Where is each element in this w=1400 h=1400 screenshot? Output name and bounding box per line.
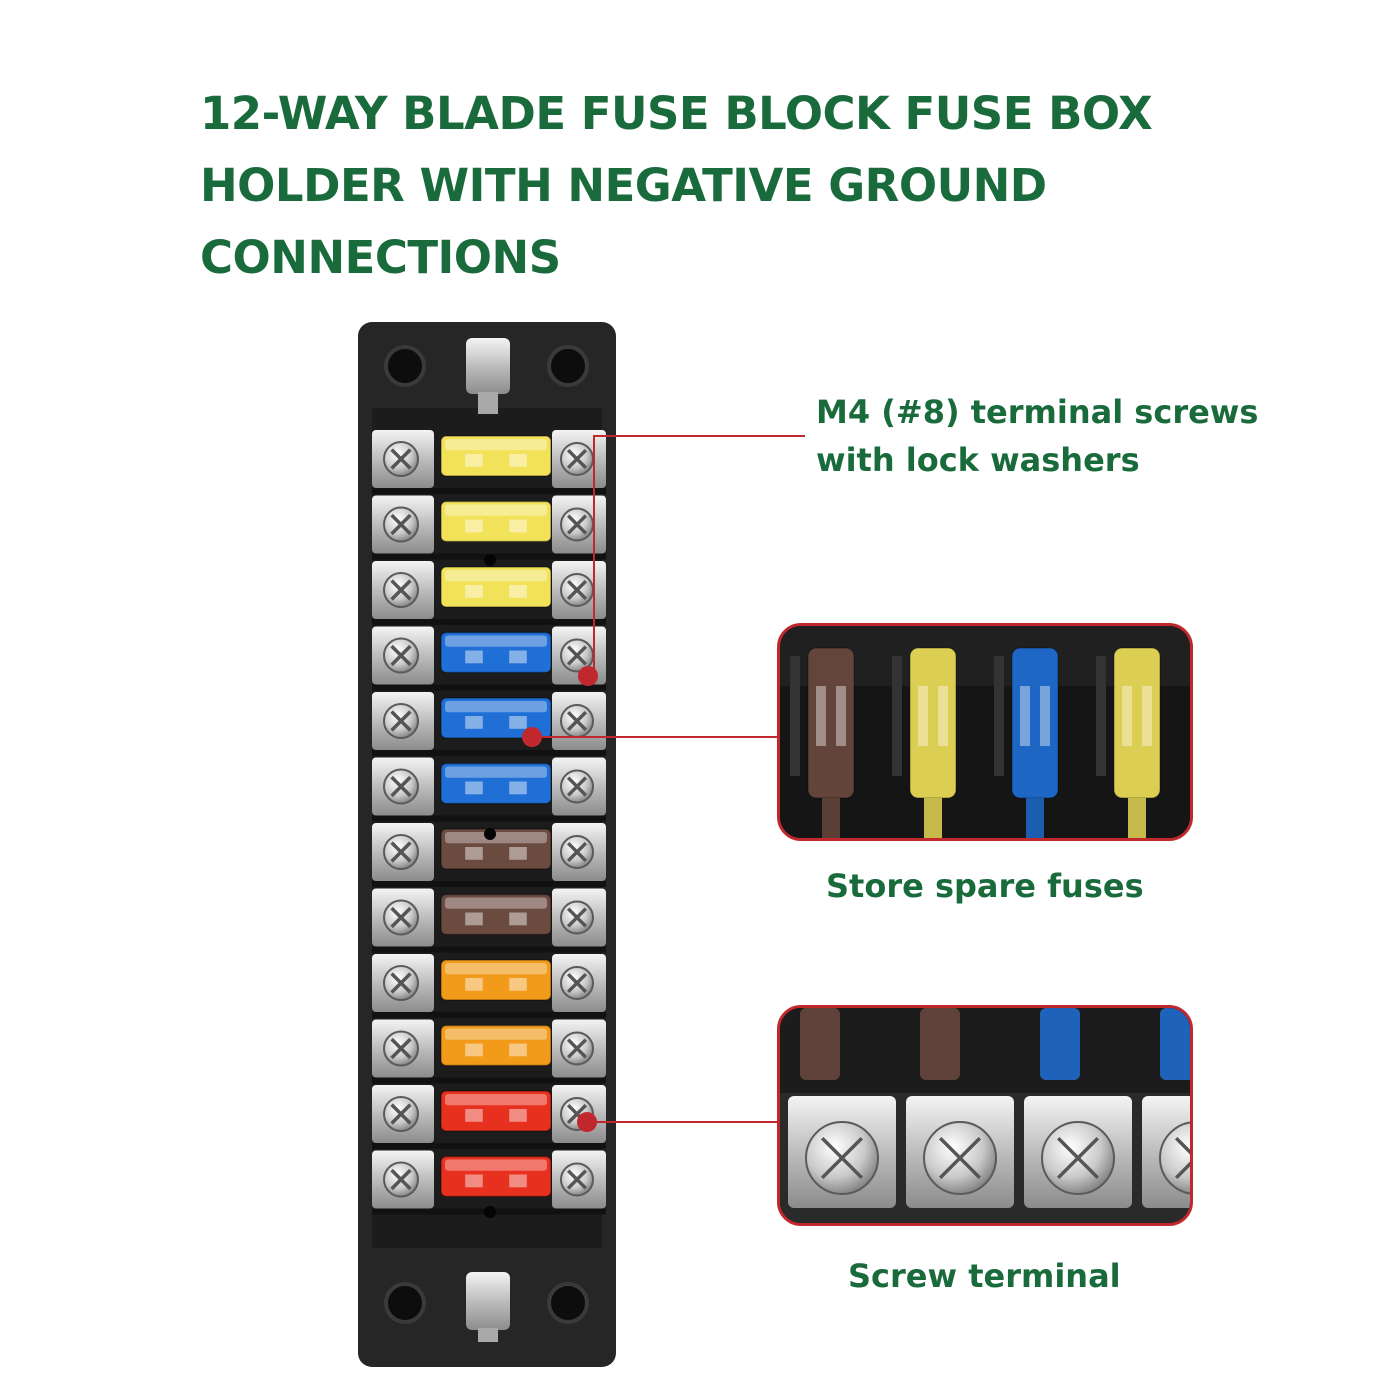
fuse-top-icon bbox=[1160, 1008, 1190, 1080]
top-mount bbox=[384, 338, 589, 414]
terminal-screw-icon bbox=[1041, 1121, 1115, 1195]
spare-fuse-icon bbox=[790, 647, 855, 838]
terminal-screw-icon bbox=[560, 573, 594, 607]
callout-screw-terminal: Screw terminal bbox=[848, 1257, 1121, 1295]
callout-terminal-screws: M4 (#8) terminal screws with lock washer… bbox=[816, 388, 1258, 484]
title-line-2: HOLDER WITH NEGATIVE GROUND bbox=[200, 159, 1047, 212]
stud-post bbox=[478, 392, 498, 414]
fuse-row bbox=[372, 430, 606, 494]
callout-dot-icon bbox=[578, 666, 598, 686]
inset-screw-terminal bbox=[777, 1005, 1193, 1226]
callout-dot-icon bbox=[522, 727, 542, 747]
title-line-1: 12-WAY BLADE FUSE BLOCK FUSE BOX bbox=[200, 87, 1153, 140]
terminal-screw-icon bbox=[560, 507, 594, 542]
spare-fuse-icon bbox=[994, 647, 1059, 838]
power-stud-icon bbox=[466, 338, 510, 394]
terminal-screw-icon bbox=[383, 637, 419, 674]
callout-terminal-screws-line-1: M4 (#8) terminal screws bbox=[816, 393, 1259, 431]
terminal-screw-icon bbox=[1159, 1121, 1190, 1195]
blade-fuse-icon bbox=[440, 631, 552, 674]
terminal-block bbox=[906, 1096, 1014, 1208]
fuse-top-icon bbox=[1040, 1008, 1080, 1080]
mount-hole-icon bbox=[384, 1282, 426, 1324]
terminal-screw-icon bbox=[383, 1161, 419, 1198]
bottom-mount bbox=[384, 1272, 589, 1342]
block-hole-icon bbox=[484, 554, 496, 566]
fuse-row bbox=[372, 1019, 606, 1084]
terminal-block bbox=[788, 1096, 896, 1208]
inset-spare-fuses bbox=[777, 623, 1193, 841]
terminal-screw-icon bbox=[383, 506, 419, 543]
blade-fuse-icon bbox=[440, 1155, 552, 1198]
page-title: 12-WAY BLADE FUSE BLOCK FUSE BOX HOLDER … bbox=[200, 78, 1300, 294]
terminal-screw-icon bbox=[560, 704, 594, 738]
terminal-screw-icon bbox=[560, 1031, 594, 1066]
mount-hole-icon bbox=[547, 1282, 589, 1324]
block-hole-icon bbox=[484, 828, 496, 840]
terminal-screw-icon bbox=[383, 899, 419, 936]
fuse-row bbox=[372, 757, 606, 822]
blade-fuse-icon bbox=[440, 1024, 552, 1067]
terminal-screw-icon bbox=[560, 966, 594, 1000]
blade-fuse-icon bbox=[440, 500, 552, 543]
terminal-screw-icon bbox=[383, 441, 419, 477]
terminal-block bbox=[1024, 1096, 1132, 1208]
fuse-row bbox=[372, 954, 606, 1018]
screw-terminal-photo bbox=[780, 1008, 1190, 1223]
terminal-screw-icon bbox=[383, 572, 419, 608]
blade-fuse-icon bbox=[440, 828, 552, 870]
callout-dot-icon bbox=[577, 1112, 597, 1132]
callout-line-terminal-screws bbox=[593, 435, 805, 676]
terminal-block bbox=[1142, 1096, 1190, 1208]
fuse-row bbox=[372, 561, 606, 625]
blade-fuse-icon bbox=[440, 1090, 552, 1132]
spare-fuse-icon bbox=[1096, 647, 1161, 838]
block-hole-icon bbox=[484, 1206, 496, 1218]
blade-fuse-icon bbox=[440, 697, 552, 739]
terminal-screw-icon bbox=[923, 1121, 997, 1195]
mount-hole-icon bbox=[547, 345, 589, 387]
fuse-top-icon bbox=[920, 1008, 960, 1080]
spare-fuse-icon bbox=[892, 647, 957, 838]
fuse-top-icon bbox=[800, 1008, 840, 1080]
spare-fuses-photo bbox=[780, 626, 1190, 838]
terminal-screw-icon bbox=[560, 835, 594, 869]
ground-stud-icon bbox=[466, 1272, 510, 1330]
mount-hole-icon bbox=[384, 345, 426, 387]
terminal-screw-icon bbox=[383, 965, 419, 1001]
fuse-row bbox=[372, 692, 606, 756]
fuse-row bbox=[372, 888, 606, 953]
blade-fuse-icon bbox=[440, 762, 552, 805]
terminal-screw-icon bbox=[383, 703, 419, 739]
fuse-row bbox=[372, 495, 606, 560]
callout-spare-fuses: Store spare fuses bbox=[826, 867, 1144, 905]
title-line-3: CONNECTIONS bbox=[200, 231, 561, 284]
terminal-screw-icon bbox=[560, 900, 594, 935]
terminal-screw-icon bbox=[560, 1162, 594, 1197]
blade-fuse-icon bbox=[440, 435, 552, 477]
stud-post bbox=[478, 1328, 498, 1342]
callout-terminal-screws-line-2: with lock washers bbox=[816, 441, 1140, 479]
blade-fuse-icon bbox=[440, 959, 552, 1001]
terminal-screw-icon bbox=[383, 1030, 419, 1067]
fuse-row bbox=[372, 823, 606, 887]
terminal-screw-icon bbox=[805, 1121, 879, 1195]
terminal-screw-icon bbox=[560, 638, 594, 673]
terminal-screw-icon bbox=[383, 1096, 419, 1132]
blade-fuse-icon bbox=[440, 893, 552, 936]
blade-fuse-icon bbox=[440, 566, 552, 608]
terminal-screw-icon bbox=[560, 769, 594, 804]
terminal-screw-icon bbox=[383, 768, 419, 805]
terminal-screw-icon bbox=[560, 442, 594, 476]
terminal-screw-icon bbox=[383, 834, 419, 870]
callout-lines bbox=[522, 435, 805, 1132]
